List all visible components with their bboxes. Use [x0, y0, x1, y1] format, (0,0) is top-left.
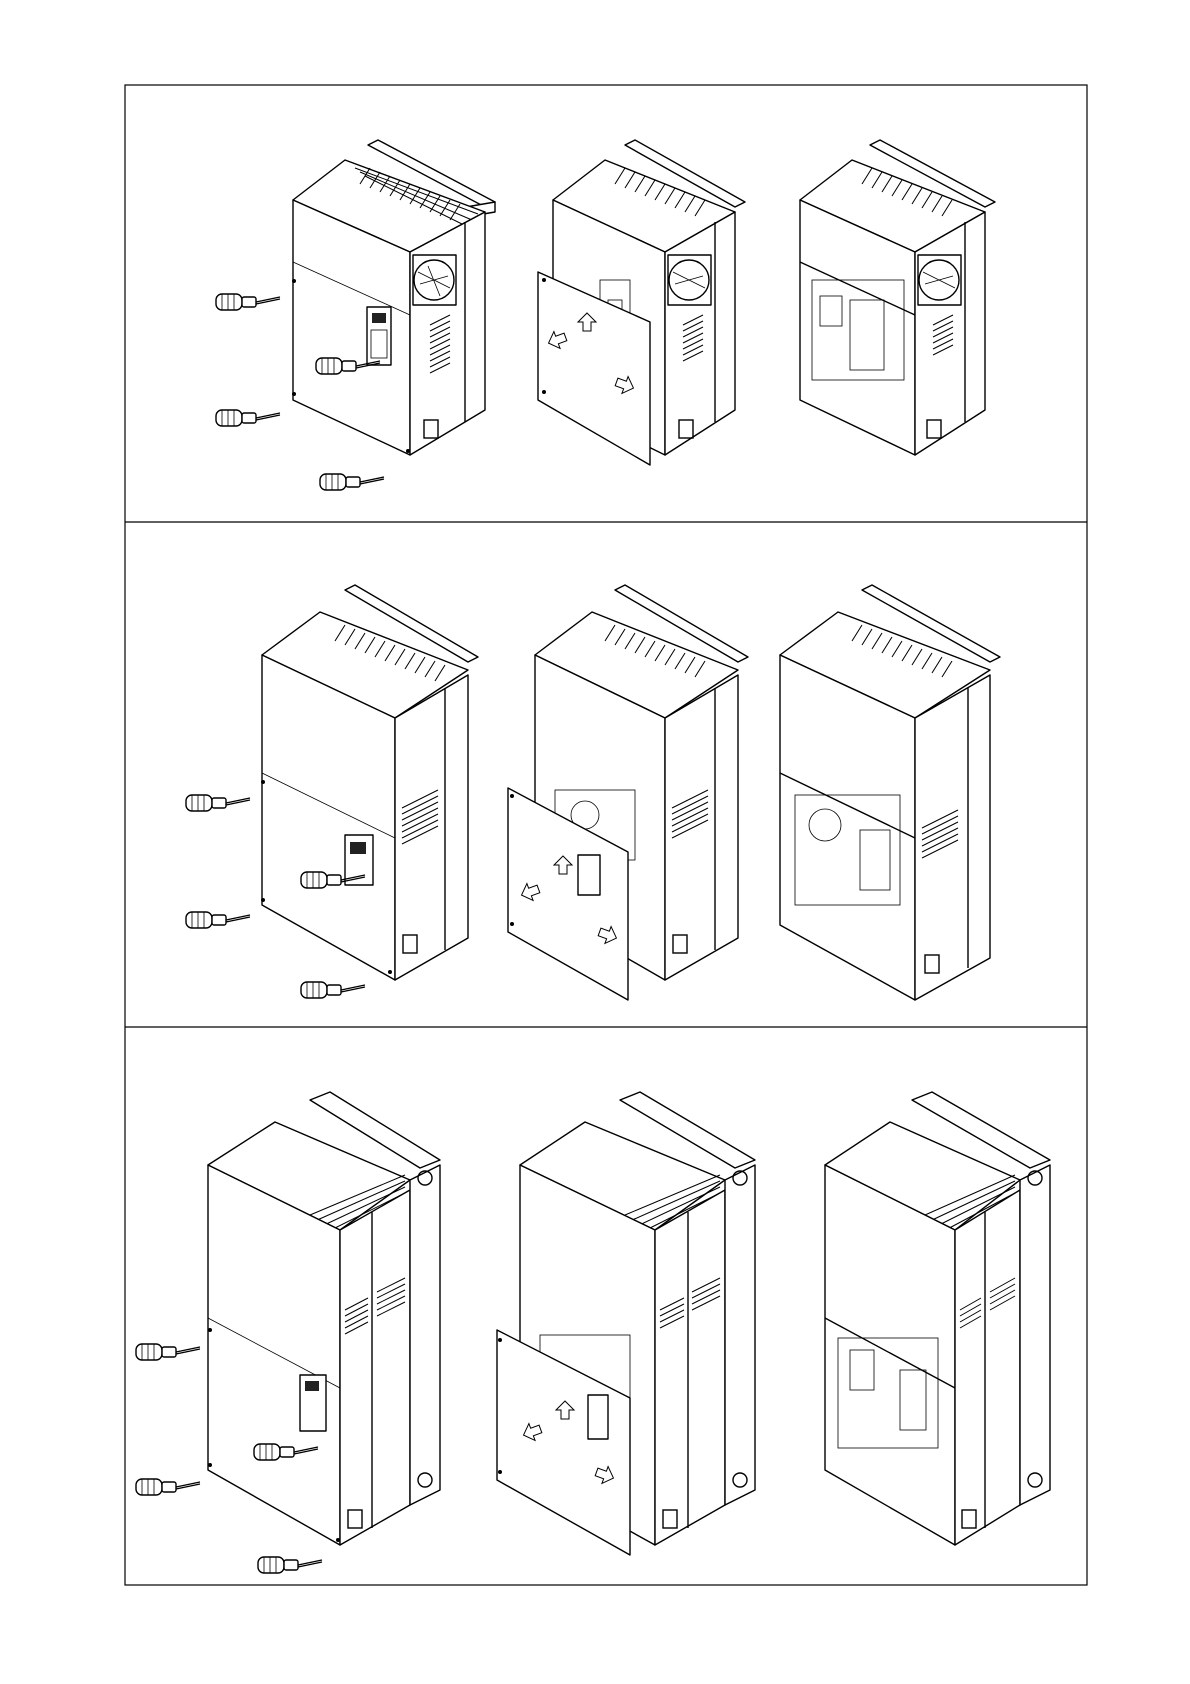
row3-step1-drive — [136, 1092, 440, 1573]
row2-step3-drive — [780, 585, 1000, 1000]
row3-step2-drive — [497, 1092, 755, 1555]
row1-step3-drive — [800, 140, 995, 455]
row2-step1-drive — [186, 585, 478, 998]
row3-step3-drive — [825, 1092, 1050, 1545]
row1-step1-drive — [216, 140, 495, 490]
row2-step2-drive — [508, 585, 748, 1000]
row1-step2-drive — [538, 140, 745, 465]
